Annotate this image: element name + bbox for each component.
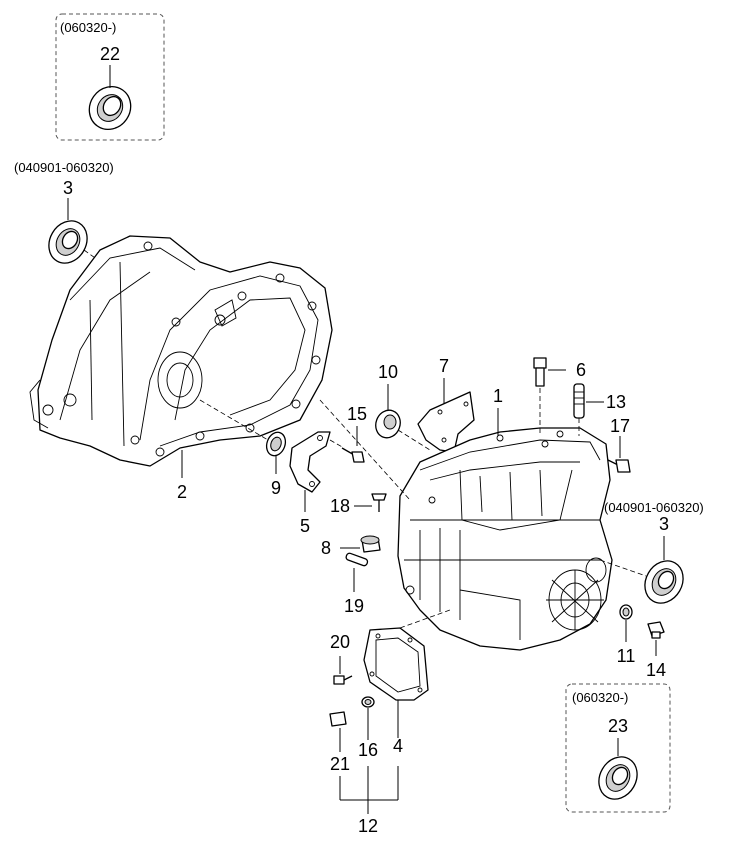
clutch-housing-2 <box>29 235 333 478</box>
plug-14 <box>647 621 665 656</box>
cap-10 <box>375 384 431 451</box>
callout-22: 22 <box>100 44 120 64</box>
variant-box-23 <box>565 683 671 813</box>
bolt-17 <box>607 436 631 473</box>
range-label-seal-3-right: (040901-060320) <box>604 500 704 515</box>
callout-18: 18 <box>330 496 350 516</box>
range-label-box-22: (060320-) <box>60 20 116 35</box>
callout-11: 11 <box>617 646 636 666</box>
oil-seal-22 <box>88 65 132 131</box>
callout-23: 23 <box>608 716 628 736</box>
group-bracket-12 <box>339 766 399 814</box>
callout-3-left: 3 <box>63 178 73 198</box>
callout-14: 14 <box>646 660 666 680</box>
oil-seal-3-right <box>599 536 684 604</box>
gasket-7 <box>417 378 475 453</box>
transaxle-case-1 <box>319 399 613 651</box>
callout-1: 1 <box>493 386 503 406</box>
callout-21: 21 <box>330 754 350 774</box>
variant-box-22 <box>55 13 165 141</box>
bolt-21 <box>329 711 347 752</box>
bolt-18 <box>354 493 387 512</box>
cover-4 <box>363 609 451 738</box>
callout-6: 6 <box>576 360 586 380</box>
callout-9: 9 <box>271 478 281 498</box>
range-label-box-23: (060320-) <box>572 690 628 705</box>
callout-4: 4 <box>393 736 403 756</box>
bolt-15 <box>329 426 365 463</box>
washer-16 <box>361 696 375 740</box>
callout-19: 19 <box>344 596 364 616</box>
callout-8: 8 <box>321 538 331 558</box>
seal-11 <box>619 604 633 642</box>
callout-2: 2 <box>177 482 187 502</box>
callout-5: 5 <box>300 516 310 536</box>
callout-17: 17 <box>610 416 630 436</box>
callout-12: 12 <box>358 816 378 836</box>
bushing-8 <box>340 535 381 553</box>
oil-seal-23 <box>598 738 638 800</box>
range-label-seal-3-left: (040901-060320) <box>14 160 114 175</box>
callout-7: 7 <box>439 356 449 376</box>
callout-13: 13 <box>606 392 626 412</box>
breather-6 <box>533 357 566 436</box>
callout-16: 16 <box>358 740 378 760</box>
oil-seal-9 <box>199 399 287 474</box>
callout-15: 15 <box>347 404 367 424</box>
plate-5 <box>289 431 331 512</box>
callout-3-right: 3 <box>659 514 669 534</box>
callout-10: 10 <box>378 362 398 382</box>
stud-13 <box>573 383 604 436</box>
callout-20: 20 <box>330 632 350 652</box>
pin-19 <box>345 552 369 592</box>
bolt-20 <box>333 656 353 685</box>
